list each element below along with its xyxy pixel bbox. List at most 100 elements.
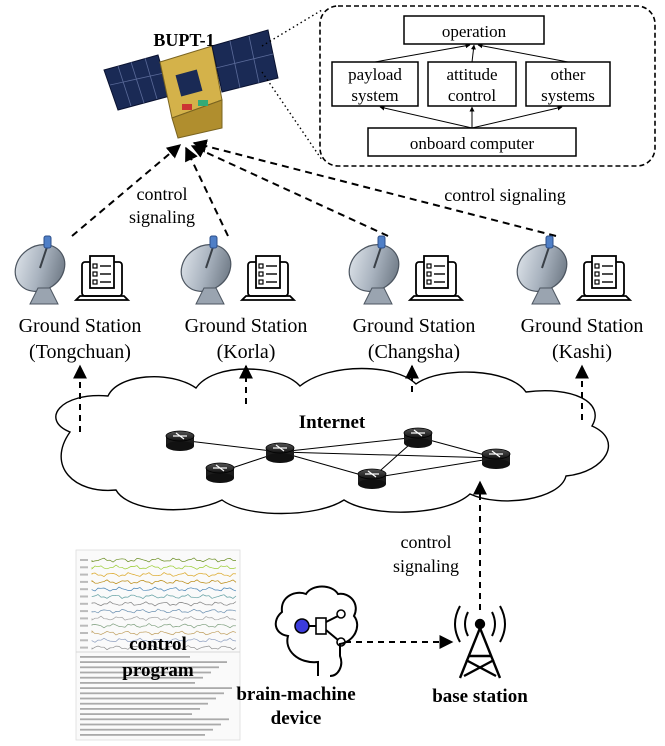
console-line bbox=[80, 713, 192, 715]
console-line bbox=[80, 661, 227, 663]
satellite-body bbox=[159, 45, 223, 139]
ground-station-location: (Kashi) bbox=[552, 341, 612, 363]
ground-station-label: Ground Station bbox=[521, 315, 644, 337]
payload-box bbox=[331, 61, 419, 107]
ground-station-label: Ground Station bbox=[185, 315, 308, 337]
console-line bbox=[80, 708, 200, 710]
eeg-trace bbox=[91, 645, 237, 651]
uplink-arrows bbox=[71, 139, 557, 237]
other-systems-box bbox=[525, 61, 611, 107]
console-line bbox=[80, 702, 208, 705]
uplink-kashi bbox=[192, 139, 557, 237]
solar-panel-right bbox=[211, 29, 279, 93]
console-line bbox=[80, 692, 224, 695]
ground-station: Ground Station (Kashi) bbox=[516, 235, 644, 363]
eeg-trace bbox=[91, 608, 237, 614]
ground-station-label: Ground Station bbox=[353, 315, 476, 337]
console-line bbox=[80, 697, 216, 700]
zoom-line-top bbox=[261, 9, 323, 47]
eeg-trace bbox=[91, 615, 237, 621]
zoom-line-bottom bbox=[261, 71, 323, 161]
payload-label-1: payload bbox=[348, 65, 402, 84]
control-program-label-1: control bbox=[129, 634, 187, 655]
onboard-computer-box bbox=[367, 127, 577, 157]
onboard-computer-label: onboard computer bbox=[410, 134, 534, 153]
base-station-label: base station bbox=[432, 686, 528, 707]
brain-machine-icon bbox=[274, 585, 359, 677]
eeg-trace bbox=[91, 601, 237, 607]
satellite-dish-icon bbox=[180, 235, 232, 305]
bmi-label-1: brain-machine bbox=[236, 684, 355, 705]
laptop-document-icon bbox=[239, 255, 297, 301]
ground-station-location: (Tongchuan) bbox=[29, 341, 131, 363]
laptop-document-icon bbox=[73, 255, 131, 301]
eeg-trace bbox=[91, 586, 237, 592]
console-line bbox=[80, 656, 190, 658]
router-icon bbox=[357, 468, 387, 489]
attitude-label-1: attitude bbox=[447, 65, 498, 84]
internet-label: Internet bbox=[299, 412, 366, 433]
console-line bbox=[80, 718, 229, 721]
internet-cloud bbox=[55, 367, 610, 515]
eeg-trace bbox=[91, 579, 237, 585]
satellite-dish-icon bbox=[516, 235, 568, 305]
operation-box bbox=[403, 15, 545, 45]
control-program-screenshot bbox=[75, 549, 241, 741]
router-icon bbox=[403, 427, 433, 448]
arrow-onboard-other bbox=[471, 105, 563, 129]
router-icon bbox=[265, 442, 295, 463]
arrow-attitude-operation bbox=[470, 44, 476, 63]
control-signaling-left-2: signaling bbox=[129, 207, 195, 227]
eeg-trace bbox=[91, 564, 237, 570]
console-line bbox=[80, 676, 203, 679]
eeg-trace bbox=[91, 594, 237, 600]
arrow-onboard-payload bbox=[379, 105, 473, 129]
router-icon bbox=[205, 462, 235, 483]
satellite-dish-icon bbox=[348, 235, 400, 305]
router-icon bbox=[481, 448, 511, 469]
subsystem-inset: operation payload system attitude contro… bbox=[319, 5, 656, 167]
control-signaling-bottom-1: control bbox=[401, 532, 452, 552]
satellite-dish-icon bbox=[14, 235, 66, 305]
satellite-name: BUPT-1 bbox=[153, 30, 214, 50]
eeg-trace bbox=[91, 572, 237, 578]
ground-station: Ground Station (Tongchuan) bbox=[14, 235, 142, 363]
ground-station-location: (Changsha) bbox=[368, 341, 460, 363]
laptop-document-icon bbox=[407, 255, 465, 301]
ground-station-location: (Korla) bbox=[217, 341, 276, 363]
base-station-tower-icon bbox=[454, 605, 506, 679]
bmi-label-2: device bbox=[271, 708, 322, 729]
internet-to-station-arrows bbox=[73, 364, 589, 432]
console-line bbox=[80, 687, 232, 689]
other-systems-label-1: other bbox=[551, 65, 586, 84]
control-program-label-2: program bbox=[122, 660, 194, 681]
ground-station-label: Ground Station bbox=[19, 315, 142, 337]
operation-label: operation bbox=[442, 22, 507, 41]
satellite-image bbox=[103, 29, 279, 139]
eeg-trace bbox=[91, 630, 237, 636]
control-signaling-left-1: control bbox=[137, 184, 188, 204]
attitude-label-2: control bbox=[448, 86, 496, 105]
arrow-payload-operation bbox=[374, 43, 471, 63]
other-systems-label-2: systems bbox=[541, 86, 595, 105]
router-icon bbox=[165, 430, 195, 451]
console-line bbox=[80, 671, 211, 674]
console-line bbox=[80, 728, 213, 731]
payload-label-2: system bbox=[351, 86, 398, 105]
eeg-trace bbox=[91, 557, 236, 563]
uplink-korla bbox=[185, 146, 229, 237]
console-line bbox=[80, 734, 205, 736]
control-signaling-bottom-2: signaling bbox=[393, 556, 459, 576]
brain-node-dot bbox=[294, 618, 310, 634]
laptop-document-icon bbox=[575, 255, 633, 301]
ground-station: Ground Station (Korla) bbox=[180, 235, 308, 363]
console-line bbox=[80, 723, 221, 726]
ground-station: Ground Station (Changsha) bbox=[348, 235, 476, 363]
attitude-box bbox=[427, 61, 517, 107]
console-line bbox=[80, 682, 195, 684]
arrow-other-operation bbox=[477, 43, 569, 63]
eeg-trace bbox=[91, 637, 237, 643]
control-signaling-right: control signaling bbox=[444, 185, 565, 205]
eeg-trace bbox=[91, 623, 237, 629]
